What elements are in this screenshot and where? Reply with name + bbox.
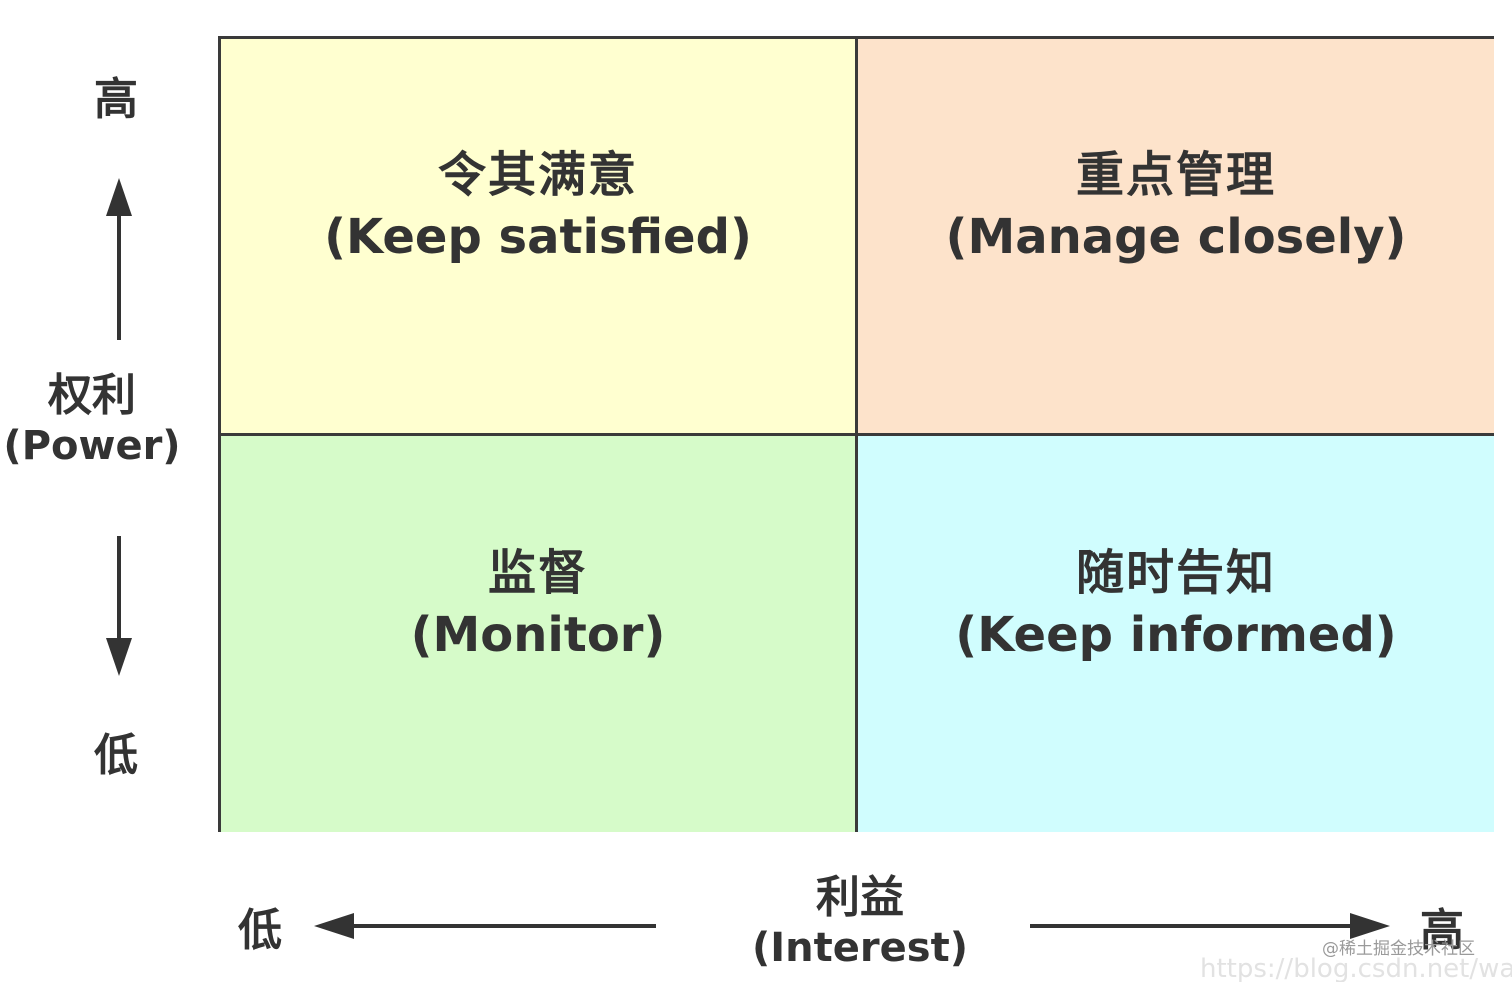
- x-axis-title-cn: 利益: [816, 872, 904, 923]
- power-interest-grid: 令其满意 (Keep satisfied) 重点管理 (Manage close…: [218, 36, 1494, 832]
- quadrant-title-cn: 监督: [487, 545, 588, 601]
- quadrant-keep-satisfied: 令其满意 (Keep satisfied): [221, 39, 858, 436]
- y-axis-title-en: (Power): [3, 423, 181, 469]
- x-axis-low-label: 低: [238, 905, 282, 956]
- quadrant-title-en: (Keep satisfied): [324, 209, 752, 265]
- y-axis-title-cn: 权利: [48, 370, 136, 421]
- source-url-watermark: https://blog.csdn.net/wa: [1200, 954, 1512, 982]
- x-axis-left-arrow-icon: [314, 913, 354, 939]
- quadrant-manage-closely: 重点管理 (Manage closely): [858, 39, 1494, 436]
- y-axis-title: 权利 (Power): [0, 370, 184, 470]
- quadrant-title-cn: 重点管理: [1075, 147, 1276, 203]
- x-axis-title: 利益 (Interest): [740, 872, 980, 972]
- site-watermark: @稀土掘金技术社区: [1322, 939, 1475, 959]
- quadrant-title-cn: 令其满意: [437, 147, 638, 203]
- quadrant-title-en: (Manage closely): [945, 209, 1407, 265]
- y-axis-high-label: 高: [94, 74, 138, 125]
- y-axis-low-label: 低: [94, 730, 138, 781]
- y-axis-up-arrow-icon: [106, 178, 132, 216]
- x-axis-title-en: (Interest): [752, 925, 968, 971]
- quadrant-title-en: (Monitor): [410, 607, 666, 663]
- quadrant-keep-informed: 随时告知 (Keep informed): [858, 436, 1494, 832]
- quadrant-title-cn: 随时告知: [1075, 545, 1276, 601]
- x-axis-high-label: 高: [1420, 905, 1464, 956]
- quadrant-monitor: 监督 (Monitor): [221, 436, 858, 832]
- quadrant-title-en: (Keep informed): [955, 607, 1397, 663]
- y-axis-down-arrow-icon: [106, 638, 132, 676]
